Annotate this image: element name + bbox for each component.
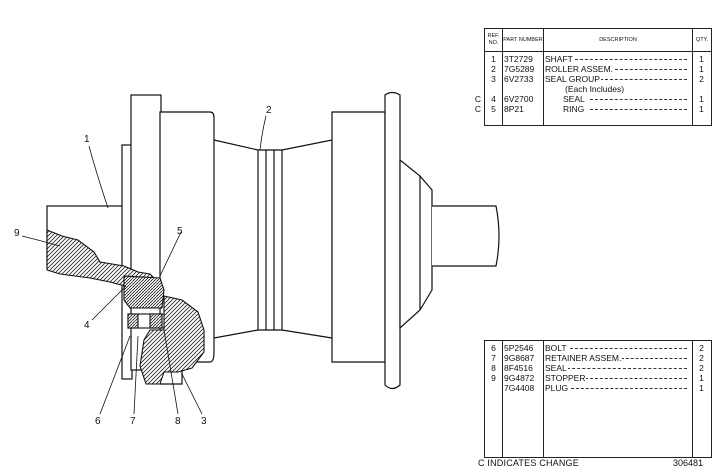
leader-lines: [21, 115, 267, 415]
table-row: C 4 6V2700 SEAL 1: [474, 94, 704, 104]
roller-outline: [46, 91, 500, 390]
header-qty: QTY.: [693, 29, 711, 52]
table-row: 8 8F4516 SEAL 2: [491, 363, 704, 373]
table-row: 7 9G8687 RETAINER ASSEM. 2: [491, 353, 704, 363]
callout-1: 1: [84, 134, 90, 145]
table-row: (Each Includes): [565, 84, 625, 94]
document-number: 306481: [673, 458, 704, 468]
table-row: 6 5P2546 BOLT 2: [491, 343, 704, 353]
table-row: 9 9G4872 STOPPER 1: [491, 373, 704, 383]
table-row: C 5 8P21 RING 1: [474, 104, 704, 114]
header-ref: REF. NO.: [485, 29, 502, 52]
callout-5: 5: [177, 226, 183, 237]
callout-7: 7: [130, 416, 136, 427]
seal-cutaway: [46, 229, 205, 385]
callout-3: 3: [201, 416, 207, 427]
callout-8: 8: [175, 416, 181, 427]
callout-2: 2: [266, 105, 272, 116]
callout-4: 4: [84, 320, 90, 331]
header-description: DESCRIPTION: [544, 29, 692, 52]
callout-9: 9: [14, 228, 20, 239]
header-part-number: PART NUMBER: [503, 29, 543, 52]
table-row: 7G4408 PLUG 1: [504, 383, 704, 393]
table-row: 3 6V2733 SEAL GROUP 2: [491, 74, 704, 84]
change-note: C INDICATES CHANGE: [478, 458, 579, 468]
callout-6: 6: [95, 416, 101, 427]
parts-table-bottom: 6 5P2546 BOLT 2 7 9G8687 RETAINER ASSEM.…: [484, 340, 712, 458]
table-row: 2 7G5289 ROLLER ASSEM. 1: [491, 64, 704, 74]
table-row: 1 3T2729 SHAFT 1: [491, 54, 704, 64]
parts-table-top: REF. NO. PART NUMBER DESCRIPTION QTY. 1 …: [474, 28, 712, 126]
